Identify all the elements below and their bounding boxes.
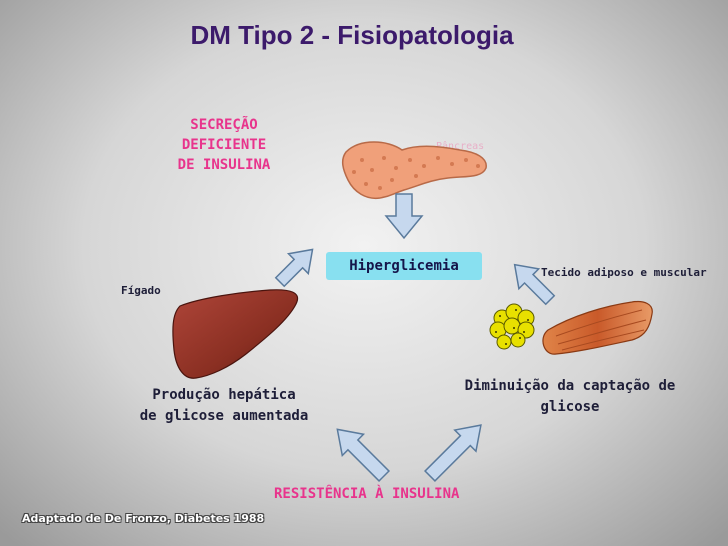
- pancreas-icon: [341, 141, 487, 200]
- slide-title: DM Tipo 2 - Fisiopatologia: [190, 20, 514, 50]
- arrow-tissue-to-hyperglycemia: [513, 263, 556, 306]
- arrow-resistance-to-tissue: [423, 424, 482, 483]
- producao-line-1: Produção hepática: [152, 387, 296, 403]
- fat-cells-icon: [489, 303, 535, 350]
- adipose-muscle-tissue-label: Tecido adiposo e muscular: [541, 266, 707, 279]
- arrow-liver-to-hyperglycemia: [274, 248, 314, 288]
- arrow-down-to-hyperglycemia: [384, 193, 424, 240]
- hyperglycemia-box: Hiperglicemia: [326, 252, 482, 280]
- secrecao-line-1: SECREÇÃO: [190, 117, 258, 133]
- pancreas-label: Pâncreas: [436, 141, 485, 152]
- hepatic-glucose-production-label: Produção hepática de glicose aumentada: [126, 385, 322, 427]
- liver-icon: [172, 289, 299, 379]
- producao-line-2: de glicose aumentada: [139, 408, 309, 424]
- source-credit: Adaptado de De Fronzo, Diabetes 1988: [22, 512, 265, 525]
- glucose-uptake-decrease-label: Diminuição da captação de glicose: [464, 378, 676, 415]
- muscle-icon: [542, 300, 653, 355]
- secrecao-line-2: DEFICIENTE: [181, 137, 267, 153]
- arrow-resistance-to-liver: [336, 428, 391, 483]
- secrecao-line-3: DE INSULINA: [177, 157, 271, 173]
- liver-label: Fígado: [121, 284, 161, 297]
- insulin-secretion-deficit-label: SECREÇÃO DEFICIENTE DE INSULINA: [150, 115, 298, 175]
- insulin-resistance-label: RESISTÊNCIA À INSULINA: [274, 486, 460, 502]
